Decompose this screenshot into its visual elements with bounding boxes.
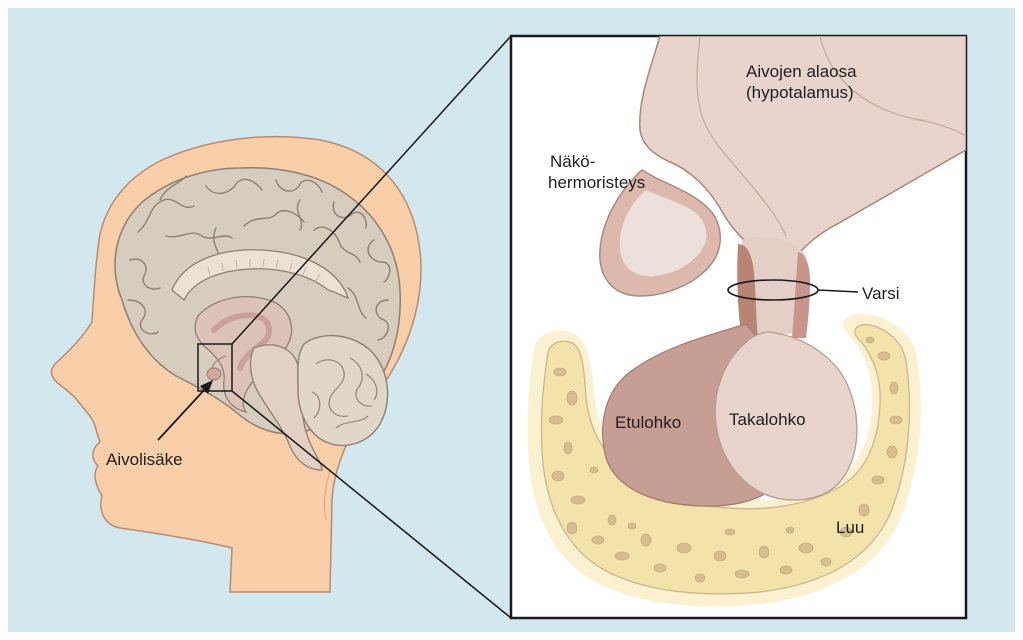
hypothalamus-label-line1: Aivojen alaosa xyxy=(746,61,857,82)
posterior-lobe-label: Takalohko xyxy=(729,409,806,430)
pituitary-label: Aivolisäke xyxy=(106,449,183,470)
anterior-lobe-label: Etulohko xyxy=(615,412,681,433)
optic-chiasm-label: Näkö- hermoristeys xyxy=(548,151,645,193)
hypothalamus-label-line2: (hypotalamus) xyxy=(746,82,857,103)
hypothalamus-label: Aivojen alaosa (hypotalamus) xyxy=(746,61,857,103)
optic-chiasm-label-line1: Näkö- xyxy=(548,151,645,172)
optic-chiasm-label-line2: hermoristeys xyxy=(548,172,645,193)
bone-label: Luu xyxy=(836,517,864,538)
stalk-label: Varsi xyxy=(862,283,899,304)
